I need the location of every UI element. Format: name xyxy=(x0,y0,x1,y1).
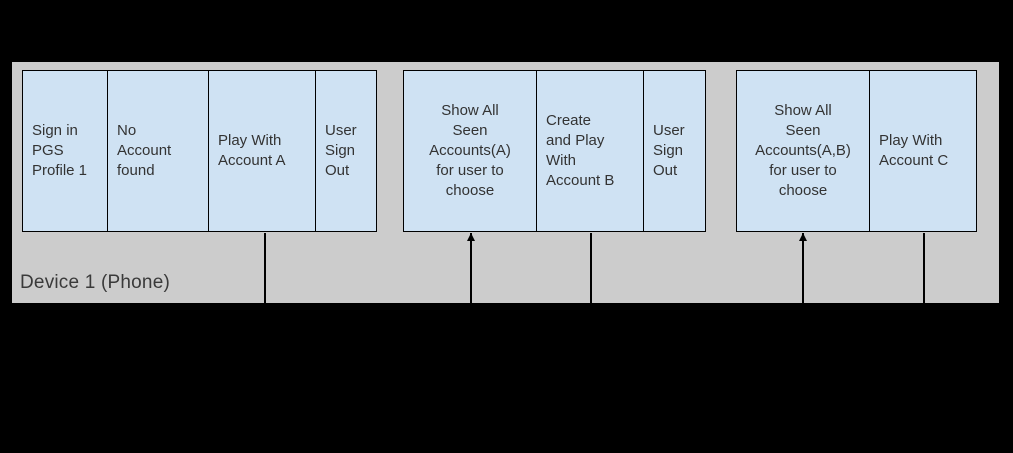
flow-group-3: Show All Seen Accounts(A,B) for user to … xyxy=(736,70,977,232)
connector-play-with-account-a-down xyxy=(264,233,266,303)
flow-box-play-with-account-c: Play With Account C xyxy=(869,70,977,232)
connector-create-and-play-account-b-down xyxy=(590,233,592,303)
flow-box-create-and-play-with-account-b: Create and Play With Account B xyxy=(536,70,644,232)
flow-group-1: Sign in PGS Profile 1 No Account found P… xyxy=(22,70,377,232)
flow-box-show-all-seen-accounts-a: Show All Seen Accounts(A) for user to ch… xyxy=(403,70,537,232)
flow-box-show-all-seen-accounts-ab: Show All Seen Accounts(A,B) for user to … xyxy=(736,70,870,232)
flow-box-user-sign-out-1: User Sign Out xyxy=(315,70,377,232)
flow-box-sign-in-pgs-profile-1: Sign in PGS Profile 1 xyxy=(22,70,108,232)
flow-group-2: Show All Seen Accounts(A) for user to ch… xyxy=(403,70,706,232)
flow-box-user-sign-out-2: User Sign Out xyxy=(643,70,706,232)
flow-box-play-with-account-a: Play With Account A xyxy=(208,70,316,232)
device-lane-label: Device 1 (Phone) xyxy=(20,272,170,293)
arrow-up-icon xyxy=(799,233,807,241)
arrow-up-icon xyxy=(467,233,475,241)
connector-arrow-into-show-all-seen-accounts-ab xyxy=(799,233,807,303)
connector-arrow-into-show-all-seen-accounts-a xyxy=(467,233,475,303)
connector-play-with-account-c-down xyxy=(923,233,925,303)
flow-box-no-account-found: No Account found xyxy=(107,70,209,232)
